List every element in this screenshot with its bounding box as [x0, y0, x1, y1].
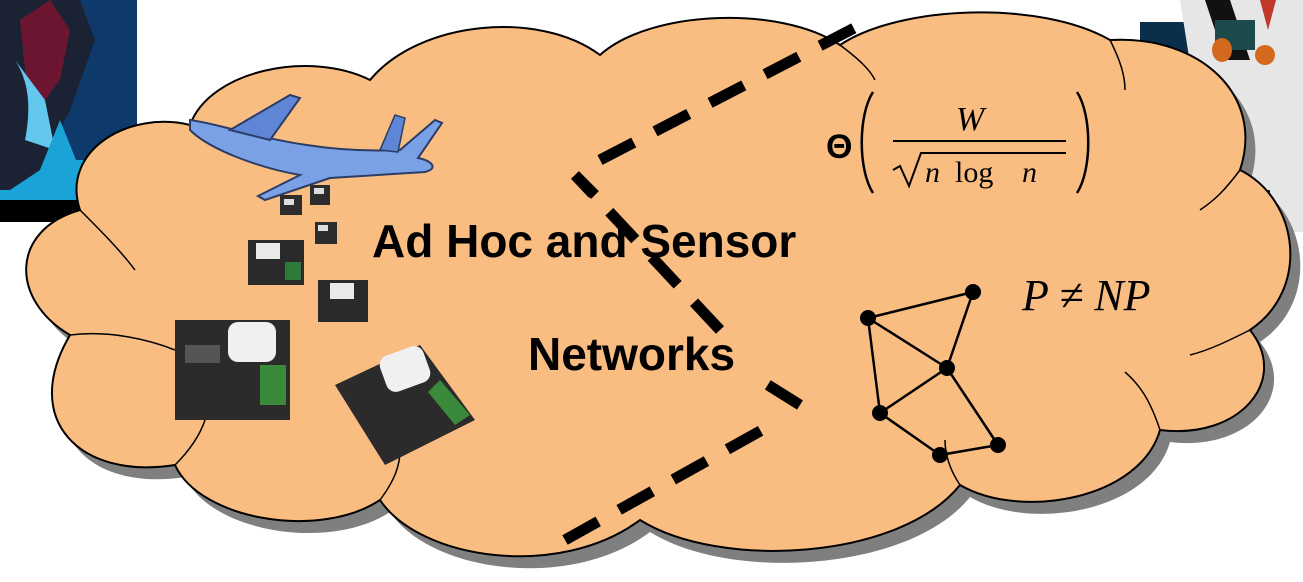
sensor-node-icon	[310, 185, 330, 205]
graph-nodes	[860, 284, 1006, 463]
graph-node	[939, 360, 955, 376]
title-line-2: Networks	[528, 328, 735, 380]
sensor-node-icon	[280, 195, 302, 215]
sensor-node-icon	[175, 320, 290, 420]
graph-node	[932, 447, 948, 463]
sensor-node-icon	[318, 280, 368, 322]
graph-node	[990, 437, 1006, 453]
numerator: W	[956, 101, 987, 138]
left-paren	[860, 91, 875, 194]
dashed-route-line	[562, 20, 863, 545]
sqrt-sign	[892, 152, 1066, 189]
sensor-node-icon	[335, 345, 475, 465]
right-paren	[1075, 91, 1090, 194]
cloud-bump-lines	[69, 39, 1251, 501]
denom-n: n	[925, 156, 940, 189]
graph-node	[965, 284, 981, 300]
sensor-node-icon	[248, 240, 304, 285]
graph-edges	[866, 290, 1000, 457]
graph-node	[860, 310, 876, 326]
theta-formula: Θ W n log n	[826, 91, 1090, 194]
theta-symbol: Θ	[826, 128, 852, 166]
graph-node	[872, 405, 888, 421]
network-graph	[860, 284, 1006, 463]
title-line-1: Ad Hoc and Sensor	[372, 215, 796, 267]
p-neq-np: P ≠ NP	[1021, 271, 1150, 320]
sensor-nodes	[175, 185, 475, 465]
denom-log: log	[955, 156, 993, 189]
sensor-node-icon	[315, 222, 337, 244]
airplane-icon	[189, 93, 444, 202]
denom-n2: n	[1022, 156, 1037, 189]
